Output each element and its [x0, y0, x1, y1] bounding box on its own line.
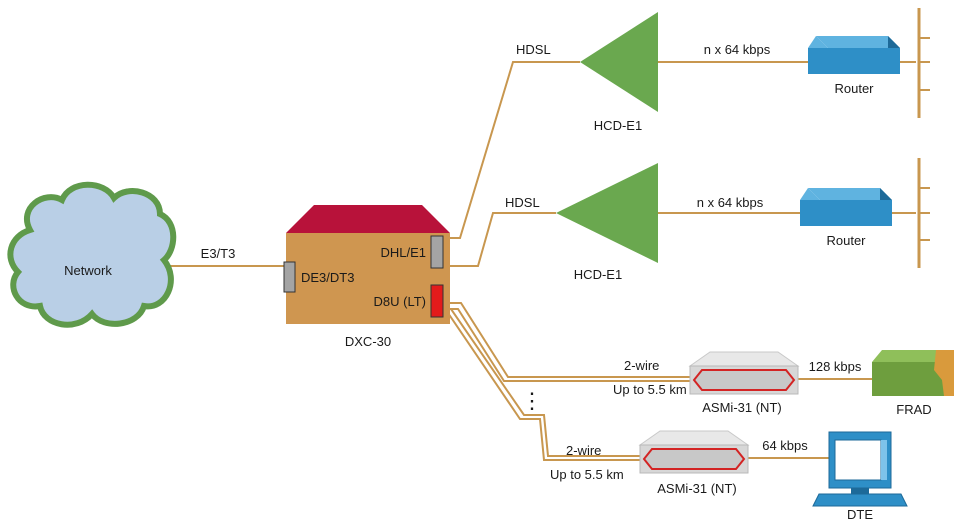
- monitor-neck: [851, 488, 869, 494]
- lan-bus-mid: [917, 158, 930, 268]
- d8u-lt-label: D8U (LT): [374, 294, 426, 309]
- dxc30-body: [286, 233, 450, 324]
- network-cloud: Network: [7, 181, 177, 328]
- modem-bezel: [642, 448, 746, 470]
- modem-bezel: [692, 369, 796, 391]
- amplifier-icon: [556, 163, 658, 263]
- dte-label: DTE: [847, 507, 873, 519]
- amplifier-icon: [580, 12, 658, 112]
- router-corner: [808, 36, 828, 48]
- lan-bus-top: [917, 8, 930, 118]
- cloud-icon: [7, 181, 177, 328]
- e3t3-label: E3/T3: [201, 246, 236, 261]
- upto-2-label: Up to 5.5 km: [550, 467, 624, 482]
- frad-accent: [934, 350, 954, 396]
- twowire-1-label: 2-wire: [624, 358, 659, 373]
- router-corner: [800, 188, 820, 200]
- keyboard-icon: [812, 493, 908, 507]
- link-dhl-hcd-mid: [444, 212, 556, 267]
- dxc30-roof: [286, 205, 450, 233]
- router-front: [808, 48, 900, 74]
- port-de3dt3: [283, 261, 296, 293]
- router-icon: [808, 188, 892, 200]
- network-label: Network: [64, 263, 112, 278]
- asmi31-unit-2: ASMi-31 (NT): [638, 430, 750, 496]
- router-front: [800, 200, 892, 226]
- port-d8u-lt: [430, 284, 444, 318]
- monitor-screen: [834, 439, 882, 481]
- rate-mid-label: n x 64 kbps: [697, 195, 764, 210]
- frad-label: FRAD: [896, 402, 931, 417]
- router-top-label: Router: [834, 81, 874, 96]
- hcd-e1-top: HDSL HCD-E1: [516, 12, 658, 133]
- router-mid-label: Router: [826, 233, 866, 248]
- hdsl-top-label: HDSL: [516, 42, 551, 57]
- upto-1-label: Up to 5.5 km: [613, 382, 687, 397]
- rate-top-label: n x 64 kbps: [704, 42, 771, 57]
- ellipsis-mark: ⋮: [521, 388, 543, 413]
- link-dhl-hcd-top: [444, 61, 580, 239]
- modem-icon: [638, 430, 750, 446]
- dxc30-label: DXC-30: [345, 334, 391, 349]
- hcd-top-label: HCD-E1: [594, 118, 642, 133]
- hcd-e1-mid: HDSL HCD-E1: [505, 163, 658, 282]
- frad-icon: [872, 350, 954, 362]
- router-top: Router: [808, 36, 900, 96]
- rate-frad-label: 128 kbps: [809, 359, 862, 374]
- asmi1-label: ASMi-31 (NT): [702, 400, 781, 415]
- modem-icon: [688, 351, 800, 367]
- dhl-e1-label: DHL/E1: [380, 245, 426, 260]
- router-icon: [816, 36, 900, 48]
- rate-dte-label: 64 kbps: [762, 438, 808, 453]
- port-dhl-e1: [430, 235, 444, 269]
- links: [170, 61, 916, 461]
- twowire-2-label: 2-wire: [566, 443, 601, 458]
- monitor-side: [881, 440, 887, 480]
- dxc30-unit: DHL/E1 DE3/DT3 D8U (LT) DXC-30: [283, 205, 450, 349]
- asmi2-label: ASMi-31 (NT): [657, 481, 736, 496]
- de3dt3-label: DE3/DT3: [301, 270, 354, 285]
- hcd-mid-label: HCD-E1: [574, 267, 622, 282]
- dte-terminal: DTE: [812, 431, 908, 522]
- router-mid: Router: [800, 188, 892, 248]
- frad-device: FRAD: [872, 350, 954, 417]
- asmi31-unit-1: ASMi-31 (NT): [688, 351, 800, 415]
- hdsl-mid-label: HDSL: [505, 195, 540, 210]
